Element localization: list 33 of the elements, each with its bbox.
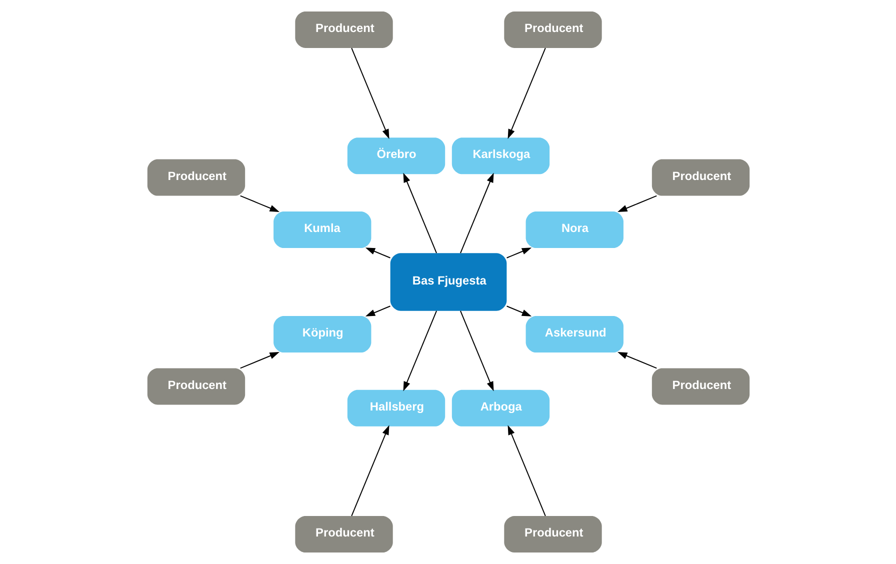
node-box: Producent — [146, 368, 245, 405]
arrow — [364, 248, 390, 258]
node-box: Nora — [525, 212, 623, 248]
arrow — [506, 306, 532, 316]
node-box: Producent — [294, 11, 392, 48]
node-box: Hallsberg — [346, 390, 445, 426]
arrow — [364, 306, 390, 316]
node-box: Köping — [273, 316, 371, 352]
arrow — [507, 425, 546, 516]
node-box: Producent — [294, 516, 392, 553]
arrow — [240, 352, 279, 369]
arrow — [507, 48, 546, 139]
node-box: Karlskoga — [451, 138, 550, 174]
arrow — [617, 195, 656, 212]
node-box: Producent — [504, 11, 602, 48]
arrow — [350, 48, 389, 139]
node-box: Producent — [651, 159, 750, 196]
node-box: Kumla — [273, 212, 371, 248]
node-box: Bas Fjugesta — [390, 253, 506, 311]
arrow — [617, 352, 656, 369]
node-box: Örebro — [346, 138, 445, 174]
node-box: Producent — [504, 516, 602, 553]
arrow — [460, 310, 494, 392]
node-box: Producent — [651, 368, 750, 405]
node-box: Askersund — [525, 316, 623, 352]
arrow — [460, 172, 494, 254]
node-box: Producent — [146, 159, 245, 196]
arrow — [240, 195, 279, 212]
arrow — [402, 310, 436, 392]
arrow — [506, 248, 532, 258]
node-box: Arboga — [451, 390, 550, 426]
arrow — [350, 425, 389, 516]
arrow — [402, 172, 436, 254]
